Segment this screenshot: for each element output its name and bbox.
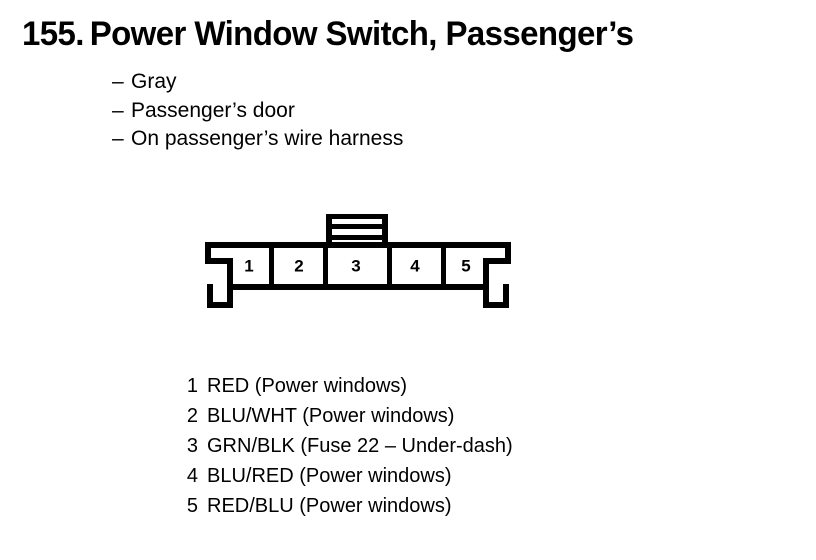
- legend-pin-description: GRN/BLK (Fuse 22 – Under-dash): [207, 435, 513, 457]
- legend-row: 1 RED (Power windows): [186, 371, 513, 401]
- dash-icon: –: [112, 98, 124, 122]
- legend-pin-number: 5: [186, 495, 198, 517]
- legend-pin-description: RED/BLU (Power windows): [207, 495, 452, 517]
- legend-pin-description: BLU/RED (Power windows): [207, 465, 452, 487]
- latch-tab-icon: [326, 214, 388, 248]
- legend-pin-number: 3: [186, 435, 198, 457]
- list-item: – Passenger’s door: [112, 97, 403, 126]
- dash-icon: –: [112, 70, 124, 93]
- connector-pin-5: 5: [461, 256, 470, 275]
- legend-row: 5 RED/BLU (Power windows): [186, 491, 513, 521]
- legend-pin-number: 1: [186, 375, 198, 397]
- legend-pin-number: 2: [186, 405, 198, 427]
- legend-row: 2 BLU/WHT (Power windows): [186, 401, 513, 431]
- dash-icon: –: [112, 127, 124, 150]
- legend-row: 4 BLU/RED (Power windows): [186, 461, 513, 491]
- list-item-label: Gray: [131, 70, 177, 93]
- list-item-label: On passenger’s wire harness: [131, 127, 404, 150]
- list-item: – Gray: [112, 68, 403, 97]
- page-title-text: Power Window Switch, Passenger’s: [89, 15, 634, 53]
- legend-row: 3 GRN/BLK (Fuse 22 – Under-dash): [186, 431, 513, 461]
- connector-pin-1: 1: [244, 256, 253, 275]
- description-list: – Gray – Passenger’s door – On passenger…: [112, 68, 403, 154]
- connector-pin-3: 3: [351, 256, 360, 275]
- list-item-label: Passenger’s door: [131, 98, 295, 122]
- pin-legend: 1 RED (Power windows) 2 BLU/WHT (Power w…: [186, 371, 513, 521]
- legend-pin-description: BLU/WHT (Power windows): [207, 405, 455, 427]
- list-item: – On passenger’s wire harness: [112, 125, 403, 154]
- legend-pin-description: RED (Power windows): [207, 375, 408, 397]
- page-title: 155.Power Window Switch, Passenger’s: [22, 14, 634, 54]
- legend-pin-number: 4: [186, 465, 198, 487]
- page-title-number: 155.: [22, 15, 84, 53]
- connector-diagram: 1 2 3 4 5: [198, 206, 518, 318]
- connector-pin-4: 4: [410, 256, 420, 275]
- connector-pin-2: 2: [294, 256, 303, 275]
